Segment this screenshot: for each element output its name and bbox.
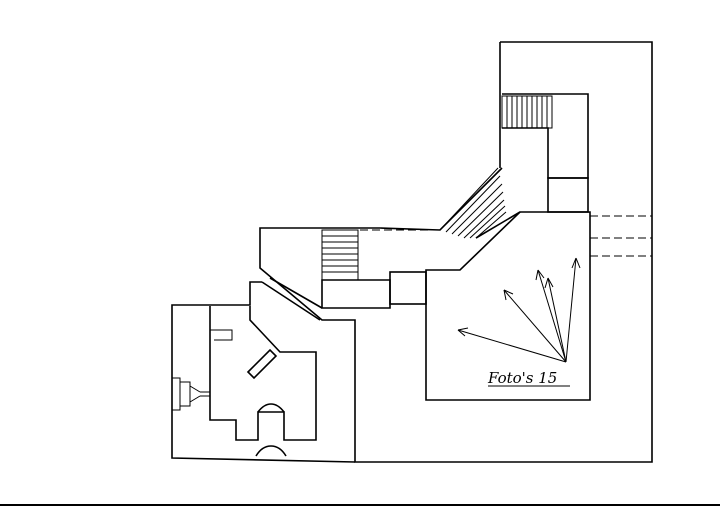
left-wing-inner-wall (209, 306, 317, 441)
arrow-northeast (565, 257, 577, 363)
arrow-northwest-head (503, 289, 514, 301)
middle-diagonal-wall (261, 277, 323, 321)
arrow-north (537, 269, 567, 363)
photo-label: Foto's 15 (487, 369, 557, 387)
left-wing-diagonal-stair (246, 348, 278, 380)
diagonal-steps (439, 167, 507, 239)
arrow-west (457, 329, 567, 363)
outer-wall-left-wing (171, 281, 356, 463)
arrow-northwest (503, 289, 567, 363)
upper-room-wall (502, 93, 589, 179)
middle-staircase (321, 229, 359, 281)
arrow-west-head (457, 327, 469, 337)
photo-direction-arrows (457, 257, 581, 363)
arrow-north-head (535, 269, 545, 281)
middle-room-wall (321, 279, 391, 309)
passage-to-hall (389, 271, 427, 305)
arrow-northeast-head (571, 257, 581, 269)
left-wing-nook (210, 329, 233, 341)
arrow-north-alt-head (544, 277, 554, 289)
bottom-bay (255, 403, 287, 457)
outer-wall-outline (259, 41, 653, 463)
left-entrance (171, 377, 210, 411)
main-hall-wall (425, 211, 591, 401)
arrow-north-alt (547, 277, 567, 363)
upper-small-room (547, 177, 589, 213)
upper-staircase (501, 95, 553, 129)
